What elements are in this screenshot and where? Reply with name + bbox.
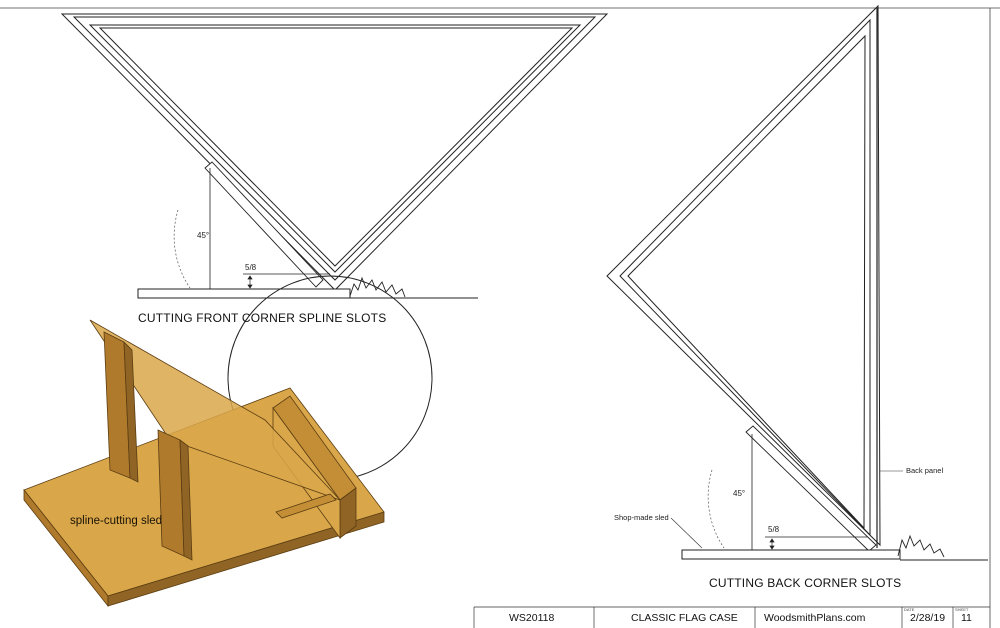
back-panel-callout: Back panel <box>906 466 944 475</box>
back-frame <box>606 4 881 547</box>
sled-leader <box>670 517 703 549</box>
front-view-caption: CUTTING FRONT CORNER SPLINE SLOTS <box>138 311 387 325</box>
title-block-sheet-number: 11 <box>961 612 972 624</box>
front-angle-label: 45° <box>197 231 210 240</box>
sled-3d-model <box>23 319 385 608</box>
back-dimension-label: 5/8 <box>768 525 780 534</box>
front-sled-base <box>137 288 351 299</box>
front-dimension-marker <box>243 273 330 289</box>
shop-made-sled-callout: Shop-made sled <box>614 513 669 522</box>
back-sled-base <box>681 549 901 560</box>
back-angle-arc <box>707 469 725 549</box>
title-block-publisher: WoodsmithPlans.com <box>764 612 866 624</box>
front-sled-support <box>204 161 324 288</box>
back-saw-blade <box>897 534 945 558</box>
back-view-caption: CUTTING BACK CORNER SLOTS <box>709 576 902 590</box>
sled-model-label: spline-cutting sled <box>70 515 163 527</box>
sheet-border <box>0 7 1000 628</box>
front-dimension-label: 5/8 <box>245 263 257 272</box>
back-dimension-marker <box>765 536 868 550</box>
front-saw-blade <box>349 276 406 298</box>
title-block-sheet-caption: SHEET <box>955 607 969 612</box>
title-block-date: 2/28/19 <box>910 612 946 624</box>
front-angle-arc <box>173 209 191 289</box>
title-block-date-caption: DATE <box>904 607 915 612</box>
front-frame-triangle <box>60 13 609 291</box>
back-angle-label: 45° <box>733 489 746 498</box>
back-sled-support <box>745 425 877 552</box>
title-block-project-title: CLASSIC FLAG CASE <box>631 612 738 624</box>
title-block-plan-number: WS20118 <box>509 612 555 624</box>
title-block <box>473 606 990 628</box>
